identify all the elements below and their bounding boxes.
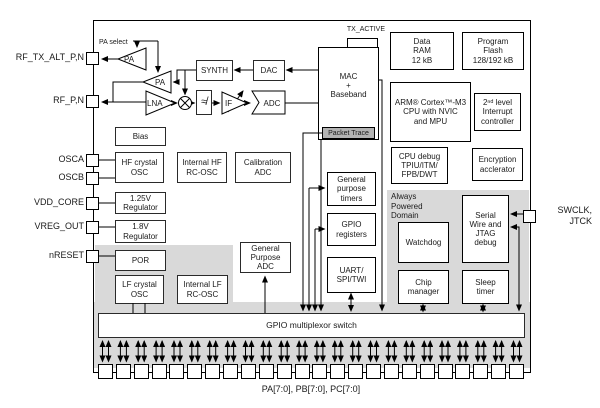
- rf-adc-flag: [251, 90, 286, 115]
- gpio-pin: [401, 364, 417, 379]
- arm-cortex-m3-block: ARM® Cortex™-M3 CPU with NVIC and MPU: [390, 82, 471, 142]
- watchdog-block: Watchdog: [398, 222, 449, 263]
- pa1-label: PA: [124, 55, 135, 64]
- pa1-amp-triangle: [116, 47, 147, 71]
- gpio-pin: [366, 364, 382, 379]
- if-label: IF: [225, 99, 232, 108]
- gpio-registers-block: GPIO registers: [327, 213, 376, 246]
- cpu-debug-block: CPU debug TPIU/ITM/ FPB/DWT: [391, 147, 448, 184]
- wire-synth-pa2: [172, 69, 185, 85]
- pa2-amp-triangle: [141, 70, 172, 94]
- serial-wire-jtag-debug-block: Serial Wire and JTAG debug: [462, 195, 509, 263]
- gpio-pin: [473, 364, 489, 379]
- pin-label-vreg-out: VREG_OUT: [34, 221, 84, 231]
- pa2-label: PA: [155, 78, 166, 87]
- pin-label-nreset: nRESET: [48, 250, 84, 260]
- pin-swclk-jtck: [523, 210, 536, 223]
- lna-triangle: [145, 90, 177, 116]
- mac-baseband-block: MAC + Baseband: [318, 47, 379, 140]
- bias-block: Bias: [115, 127, 166, 146]
- sleep-timer-block: Sleep timer: [462, 270, 509, 304]
- rf-adc-label: ADC: [264, 99, 281, 108]
- channel-filter-block: ≉: [196, 90, 212, 115]
- gpio-pin: [509, 364, 524, 379]
- if-amp-triangle: [221, 91, 249, 115]
- pin-label-rf-pn: RF_P,N: [53, 95, 84, 105]
- gpio-pin: [455, 364, 471, 379]
- wire-synth-mixer: [182, 69, 196, 96]
- hf-crystal-osc-block: HF crystal OSC: [115, 152, 164, 183]
- tx-active-label: TX_ACTIVE: [346, 26, 385, 33]
- general-purpose-adc-block: General Purpose ADC: [240, 242, 291, 273]
- pin-label-vdd-core: VDD_CORE: [33, 197, 84, 207]
- always-powered-domain-label: Always Powered Domain: [391, 192, 423, 221]
- gpio-ports-label: PA[7:0], PB[7:0], PC[7:0]: [261, 384, 361, 394]
- pin-rf-pn: [86, 95, 99, 108]
- pin-rf-tx-alt: [86, 52, 99, 65]
- gpio-pin: [294, 364, 310, 379]
- gpio-pin: [383, 364, 399, 379]
- gpio-pin: [187, 364, 203, 379]
- gpio-pin: [276, 364, 292, 379]
- general-purpose-timers-block: General purpose timers: [327, 172, 376, 206]
- gpio-pin: [98, 364, 113, 379]
- pin-oscb: [86, 172, 99, 185]
- pin-label-rf-tx-alt: RF_TX_ALT_P,N: [15, 52, 84, 62]
- internal-lf-rcosc-block: Internal LF RC-OSC: [177, 275, 228, 304]
- encryption-accelerator-block: Encryption acclerator: [472, 148, 523, 181]
- dac-block: DAC: [253, 60, 285, 81]
- internal-hf-rcosc-block: Internal HF RC-OSC: [177, 152, 227, 183]
- pin-vreg-out: [86, 221, 99, 234]
- gpio-pin: [151, 364, 167, 379]
- mixer-cross: [180, 98, 190, 108]
- gpio-pin: [312, 364, 328, 379]
- pa-select-label: PA select: [99, 39, 128, 46]
- uart-spi-twi-block: UART/ SPI/TWI: [327, 257, 376, 293]
- gpio-pin: [240, 364, 256, 379]
- pin-label-oscb: OSCB: [58, 172, 84, 182]
- gpio-pin: [169, 364, 185, 379]
- packet-trace-bar: Packet Trace: [322, 127, 375, 139]
- chip-outline: [93, 20, 531, 373]
- wire-mux-swjdebug: [510, 224, 522, 312]
- gpio-pin: [348, 364, 364, 379]
- gpio-pin: [115, 364, 131, 379]
- pin-osca: [86, 154, 99, 167]
- por-block: POR: [115, 250, 166, 271]
- gpio-pin: [205, 364, 221, 379]
- regulator-1v25-block: 1.25V Regulator: [115, 192, 166, 214]
- second-level-interrupt-block: 2ⁿᵈ level Interrupt controller: [474, 93, 521, 131]
- data-ram-block: Data RAM 12 kB: [390, 32, 454, 70]
- pin-label-swclk-jtck: SWCLK, JTCK: [557, 205, 592, 227]
- gpio-pin: [437, 364, 453, 379]
- wire-pa2-out: [112, 81, 143, 102]
- calibration-adc-block: Calibration ADC: [235, 152, 291, 183]
- regulator-1v8-block: 1.8V Regulator: [115, 220, 166, 243]
- gpio-pin: [491, 364, 507, 379]
- pin-label-osca: OSCA: [58, 154, 84, 164]
- gpio-pin: [133, 364, 149, 379]
- wire-packettrace-mux: [300, 132, 322, 312]
- synth-block: SYNTH: [196, 60, 233, 81]
- lna-label: LNA: [147, 99, 163, 108]
- gpio-pin: [223, 364, 239, 379]
- gpio-multiplexor-switch-block: GPIO multiplexor switch: [98, 313, 525, 338]
- wire-macbus-mux: [378, 79, 385, 312]
- gpio-pin: [330, 364, 346, 379]
- pin-vdd-core: [86, 197, 99, 210]
- pin-nreset: [86, 250, 99, 263]
- gpio-pin: [419, 364, 435, 379]
- lf-crystal-osc-block: LF crystal OSC: [115, 275, 164, 304]
- gpio-pin: [258, 364, 274, 379]
- program-flash-block: Program Flash 128/192 kB: [462, 32, 524, 70]
